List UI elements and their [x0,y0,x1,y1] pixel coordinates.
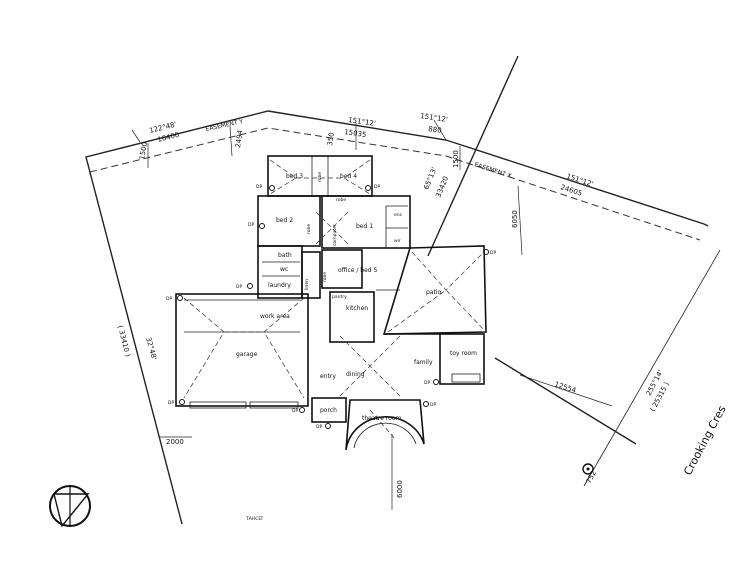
room-ens: ens [394,213,403,218]
room-pantry: pantry [332,294,347,300]
room-bed-4: bed 4 [340,173,357,180]
dimension-lines [131,119,613,510]
dp-label: DP [236,284,242,290]
dim-12554: 12554 [553,380,577,395]
dp-label: DP [424,380,430,386]
dim-1500-left: 1500 [138,141,149,160]
room-office-bed-5: office / bed 5 [338,267,378,274]
dim-752: 752 [585,469,598,485]
easement-lines [89,127,701,241]
dim-15035: 15035 [344,128,367,139]
north-arrow-icon [49,485,91,528]
room-robe-3: robe [306,224,312,234]
room-labels: bed 3 robe bed 4 robe bed 2 robe bed 1 e… [236,172,477,522]
easement-x-label: EASEMENT X [473,161,512,180]
room-bath: bath [278,252,292,259]
dim-2000: 2000 [166,438,184,446]
illegible-note: ТАНСЕЇ [245,515,263,522]
dim-1500-right: 1500 [452,150,460,168]
bearing-left-side: 32°48' [144,336,158,361]
dp-label: DP [430,402,436,408]
dp-label: DP [490,250,496,256]
room-theatre-room: theatre room [362,415,401,422]
dim-33410: ( 33410 ) [116,325,132,358]
room-family: family [414,359,433,366]
room-robe-1: robe [317,172,323,182]
dim-350: 350 [326,132,336,146]
room-kitchen: kitchen [346,305,368,312]
bearing-top-right: 151°12' [420,112,449,124]
roof-lines [183,159,485,441]
dim-6050: 6050 [511,210,519,228]
room-entry: entry [320,373,336,380]
room-laundry: laundry [268,282,291,289]
room-toy-room: toy room [450,350,477,357]
bearing-diagonal: 65°13' [422,166,438,191]
room-bed-1: bed 1 [356,223,373,230]
dim-33420: 33420 [434,175,450,199]
dp-label: DP [316,424,322,430]
room-wir: wir [394,238,401,244]
room-garage: garage [236,351,257,358]
room-work-area: work area [260,313,290,320]
room-patio: patio [426,289,442,296]
dp-label: DP [166,296,172,302]
room-porch: porch [320,407,337,414]
room-computer: computer [332,224,338,246]
bearing-labels: 122°48' 151°12' 151°12' 151°12' 65°13' 3… [144,112,665,397]
room-robe-4: robe [322,272,328,282]
room-robe-2: robe [336,197,346,203]
bearing-top-mid: 151°12' [348,116,377,128]
dp-label: DP [374,184,380,190]
dp-label: DP [168,400,174,406]
survey-peg-icon [582,463,594,475]
room-wc: wc [280,266,288,273]
dim-24605: 24605 [559,183,583,197]
dp-label: DP [256,184,262,190]
room-linen: linen [304,279,310,290]
room-dining: dining [346,371,365,378]
dp-label: DP [292,408,298,414]
dim-880: 880 [428,125,442,135]
downpipe-markers [177,185,489,429]
dp-label: DP [248,222,254,228]
lot-boundary [85,55,721,525]
street-name-label: Crooking Cres [681,403,729,477]
downpipe-labels: DP DP DP DP DP DP DP DP DP DP DP [166,184,496,430]
dim-2494: 2494 [234,129,244,148]
dim-6000: 6000 [396,480,404,498]
house-walls [175,155,487,451]
dim-16400: 16400 [157,131,181,144]
room-bed-2: bed 2 [276,217,293,224]
room-bed-3: bed 3 [286,173,303,180]
